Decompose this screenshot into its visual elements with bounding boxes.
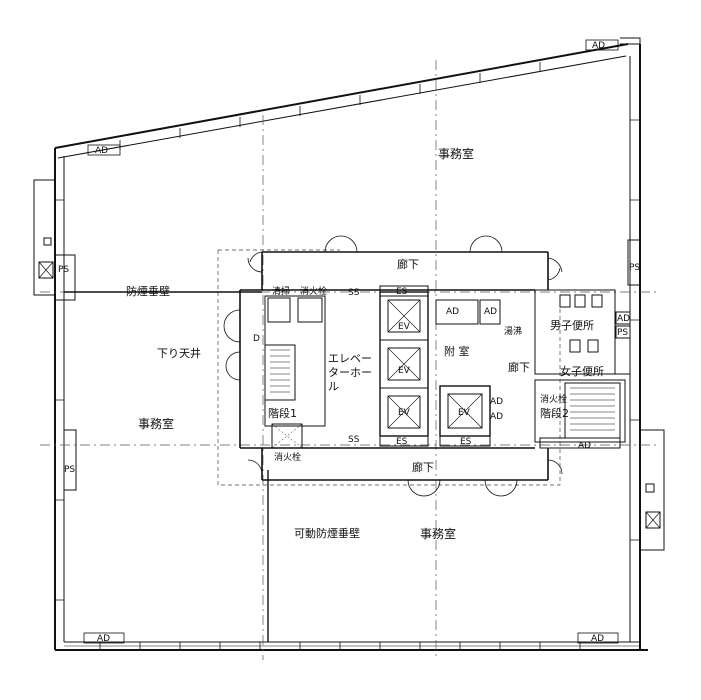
hydrant-label-2: 消火栓 bbox=[540, 395, 568, 405]
stairs-1 bbox=[264, 295, 326, 449]
ss-south-label: SS bbox=[348, 435, 360, 445]
shaft-room-label: 附 室 bbox=[444, 345, 470, 358]
ad-tag-top-right: AD bbox=[592, 41, 606, 51]
ps-tag-left: PS bbox=[58, 265, 70, 275]
ev-tag-2: EV bbox=[398, 366, 410, 376]
office-south-label: 事務室 bbox=[420, 527, 457, 541]
ad-frames bbox=[83, 39, 619, 644]
smoke-walls bbox=[64, 291, 269, 642]
hydrant-label: 消火栓 bbox=[274, 453, 302, 463]
dropped-ceiling-outline bbox=[217, 249, 561, 486]
ps-box-left bbox=[33, 179, 77, 491]
es-tag-south: ES bbox=[396, 437, 408, 447]
toilets bbox=[534, 289, 631, 449]
ad-tag-core: AD bbox=[446, 307, 460, 317]
corridor-doors bbox=[223, 235, 563, 497]
stairs-1-label: 階段1 bbox=[268, 407, 297, 420]
d-tag-left: D bbox=[253, 334, 260, 344]
bottom-wall-windows bbox=[64, 642, 640, 650]
ad-tag-core-2: AD bbox=[484, 307, 498, 317]
es-tag-south-2: ES bbox=[460, 437, 472, 447]
cleaning-room-label: 清掃 bbox=[272, 287, 291, 297]
es-tag-north: ES bbox=[396, 287, 408, 297]
office-west-label: 事務室 bbox=[138, 417, 175, 431]
ps-box-right bbox=[627, 239, 665, 551]
office-north-label: 事務室 bbox=[438, 147, 475, 161]
corridor-east-label: 廊下 bbox=[508, 361, 530, 374]
ev-tag-4: EV bbox=[458, 408, 470, 418]
ps-tag-left-2: PS bbox=[64, 465, 76, 475]
ps-tag-right: PS bbox=[629, 263, 641, 273]
elevators bbox=[379, 285, 501, 447]
smoke-wall-label: 防煙垂壁 bbox=[126, 285, 170, 298]
ad-tag-east-2: AD bbox=[578, 441, 592, 451]
stairs-2-label: 階段2 bbox=[540, 407, 569, 420]
ev-tag-1: EV bbox=[398, 322, 410, 332]
ev-tag-3: EV bbox=[398, 408, 410, 418]
ss-north-label: SS bbox=[348, 288, 360, 298]
ad-tag-core-3: AD bbox=[490, 397, 504, 407]
dropped-ceiling-label: 下り天井 bbox=[157, 347, 201, 360]
ad-tag-top-left: AD bbox=[95, 146, 109, 156]
top-wall-windows bbox=[119, 62, 541, 150]
ad-tag-east: AD bbox=[617, 314, 631, 324]
corridor-south-label: 廊下 bbox=[412, 461, 434, 474]
kettle-room-label: 湯沸 bbox=[504, 327, 523, 337]
outer-wall bbox=[54, 37, 648, 651]
mens-toilet-label: 男子便所 bbox=[550, 319, 594, 332]
ad-tag-bottom-left: AD bbox=[97, 634, 111, 644]
elevator-hall-label: エレベーターホール bbox=[328, 352, 372, 393]
ps-tag-east: PS bbox=[617, 328, 629, 338]
movable-smoke-wall-label: 可動防煙垂壁 bbox=[294, 527, 360, 540]
ad-tag-bottom-right: AD bbox=[591, 634, 605, 644]
womens-toilet-label: 女子便所 bbox=[560, 365, 604, 378]
ad-tag-core-4: AD bbox=[490, 412, 504, 422]
hydrant-label-3: 消火栓 bbox=[300, 287, 328, 297]
corridor-north-label: 廊下 bbox=[397, 258, 419, 271]
